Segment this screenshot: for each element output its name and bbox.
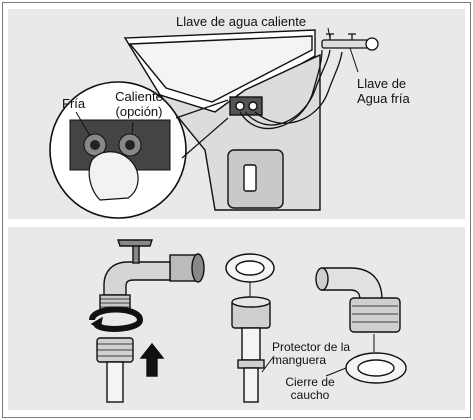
rubber-seal-label: Cierre de caucho	[285, 375, 335, 402]
cold-water-tap-label: Llave de Agua fría	[357, 76, 410, 106]
magnifier-callout	[49, 81, 229, 219]
cold-inlet-label: Fría	[62, 96, 86, 111]
washer-lid	[128, 35, 313, 103]
hot-tap-leader	[327, 27, 331, 39]
elbow-hose-drawing	[315, 267, 407, 384]
water-inlet-valves	[229, 96, 263, 116]
cold-tap-leader	[349, 47, 359, 73]
hot-water-tap-label: Llave de agua caliente	[176, 14, 307, 29]
faucet-drawing	[89, 239, 205, 403]
hot-inlet-label: Caliente (opción)	[115, 89, 163, 119]
hose-protector-drawing	[225, 253, 275, 403]
hose-protector-label: Protector de la manguera	[272, 340, 351, 367]
wall-taps	[321, 33, 379, 51]
inlet-hoses	[239, 49, 343, 130]
